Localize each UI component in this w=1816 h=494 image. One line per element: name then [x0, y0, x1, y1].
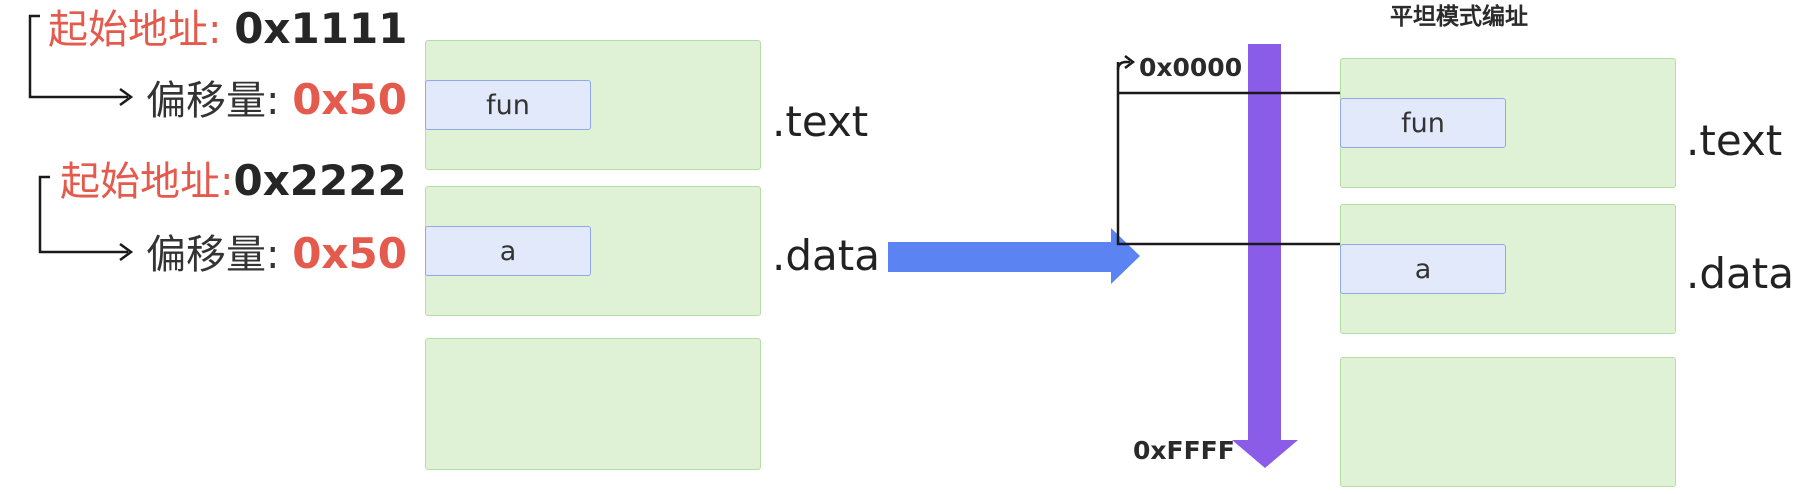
- segment1-offset: 偏移量: 0x50: [146, 78, 407, 124]
- segment2-base-address: 起始地址:0x2222: [60, 159, 407, 205]
- left-data-label: .data: [772, 231, 880, 280]
- left-empty-segment: [425, 338, 761, 470]
- segment1-offset-label: 偏移量:: [146, 78, 293, 124]
- transform-arrow: [888, 228, 1140, 284]
- segment1-arrowhead: [119, 87, 134, 107]
- segment2-offset: 偏移量: 0x50: [146, 232, 407, 278]
- left-a-item: a: [425, 226, 591, 276]
- flat-base-line: [1116, 62, 1342, 246]
- segment1-offset-value: 0x50: [292, 75, 407, 124]
- right-text-label: .text: [1686, 116, 1783, 165]
- segment1-base-address: 起始地址: 0x1111: [48, 7, 407, 53]
- address-start-label: 0x0000: [1139, 53, 1243, 82]
- right-data-label: .data: [1686, 249, 1794, 298]
- flat-fun-line: [1118, 91, 1344, 98]
- flat-mode-title: 平坦模式编址: [1390, 4, 1528, 30]
- segment2-arrowhead: [119, 242, 134, 262]
- segment2-base-label: 起始地址:: [60, 159, 234, 205]
- right-a-item: a: [1340, 244, 1506, 294]
- address-space-arrow: [1232, 44, 1298, 468]
- left-text-label: .text: [772, 97, 869, 146]
- flat-start-arrowhead: [1124, 55, 1136, 69]
- segment1-offset-connector: [28, 14, 128, 99]
- segment2-offset-label: 偏移量:: [146, 232, 293, 278]
- segment1-base-value: 0x1111: [234, 4, 408, 53]
- address-end-label: 0xFFFF: [1133, 436, 1235, 465]
- left-fun-item: fun: [425, 80, 591, 130]
- right-fun-item: fun: [1340, 98, 1506, 148]
- segment1-base-label: 起始地址:: [48, 7, 235, 53]
- flat-start-arrow: [1116, 60, 1130, 71]
- right-empty-segment: [1340, 357, 1676, 487]
- segment2-offset-connector: [38, 175, 128, 254]
- segment2-base-value: 0x2222: [233, 156, 407, 205]
- segment2-offset-value: 0x50: [292, 229, 407, 278]
